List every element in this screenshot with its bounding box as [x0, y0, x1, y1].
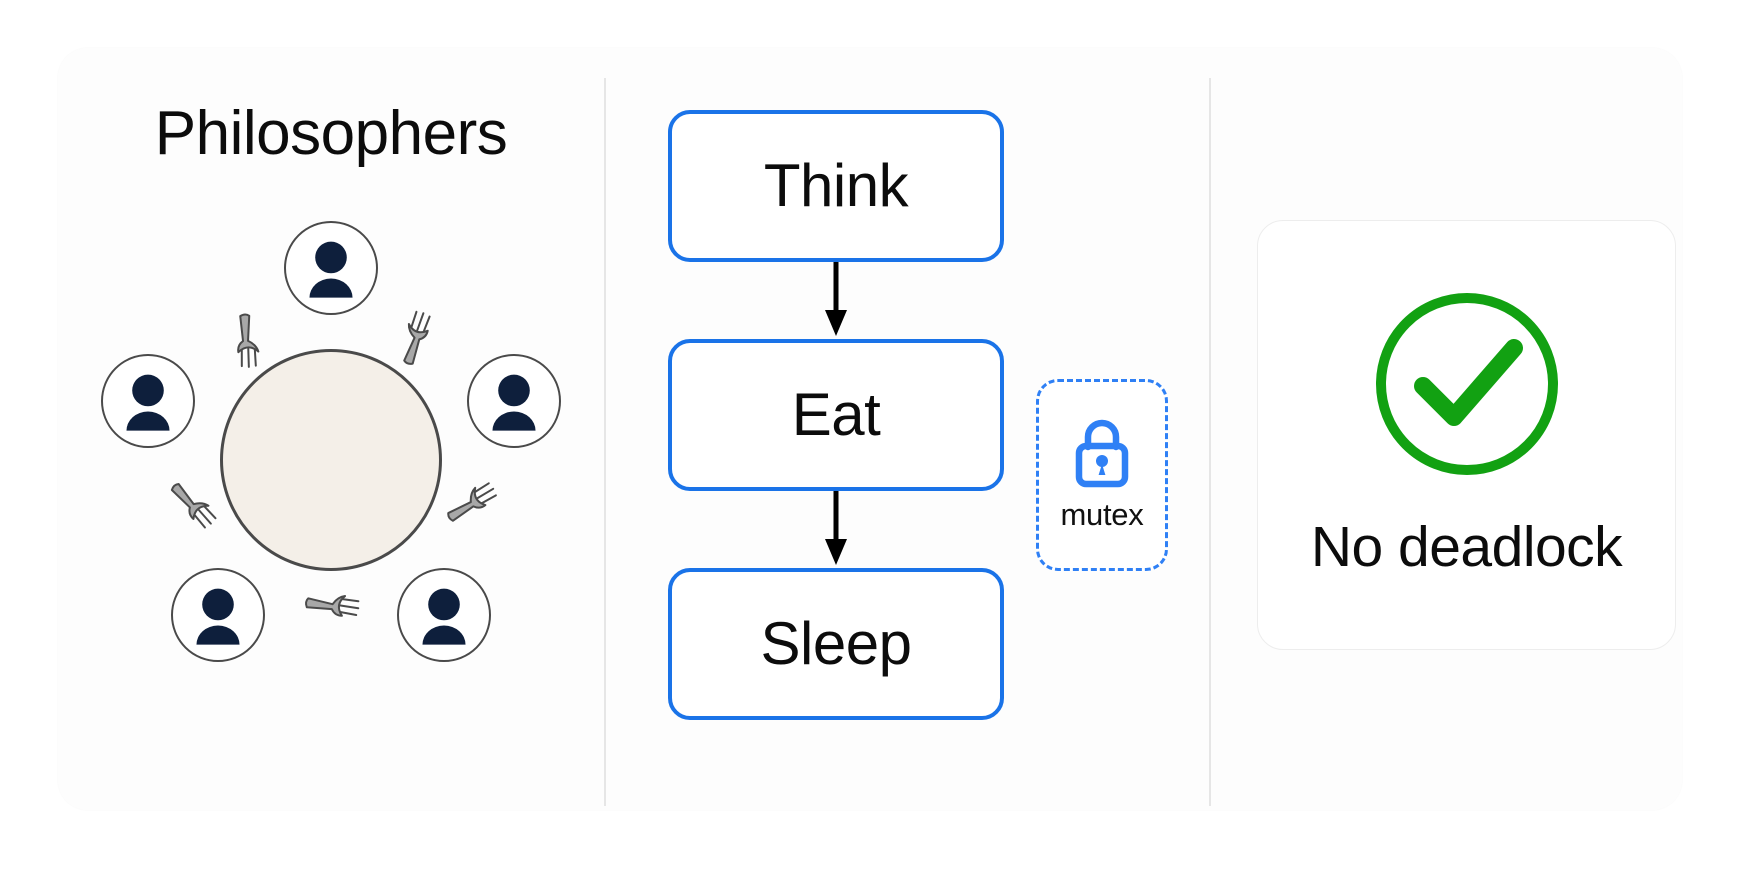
panel-philosophers: Philosophers [58, 48, 604, 810]
person-icon [126, 374, 170, 431]
person-icon [196, 588, 240, 646]
fork-icon [298, 582, 364, 635]
flow-step-label: Sleep [760, 610, 912, 677]
mutex-label: mutex [1060, 497, 1144, 532]
flow-step-label: Eat [791, 381, 881, 448]
check-circle-icon [1367, 284, 1567, 484]
dining-table-scene [58, 180, 604, 770]
lock-icon [1071, 417, 1133, 491]
person-icon [492, 374, 536, 431]
flow-arrow [668, 491, 1004, 568]
panel-divider-1 [604, 78, 606, 806]
panel-status: No deadlock [1209, 48, 1682, 810]
person-icon [422, 588, 466, 646]
panel-divider-2 [1209, 78, 1211, 806]
status-badge: No deadlock [1310, 515, 1623, 579]
mutex-badge[interactable]: mutex [1036, 379, 1168, 571]
fork-icon [154, 469, 227, 543]
status-card: No deadlock [1257, 220, 1676, 650]
philosopher-avatar [171, 568, 266, 663]
round-table [220, 349, 442, 571]
fork-icon [387, 305, 449, 376]
flow-step-eat[interactable]: Eat [668, 339, 1004, 491]
fork-icon [435, 472, 509, 540]
philosopher-avatar [101, 353, 196, 448]
flow-arrow [668, 262, 1004, 339]
fork-icon [221, 310, 267, 371]
flow-step-think[interactable]: Think [668, 110, 1004, 262]
philosopher-avatar [396, 568, 491, 663]
philosopher-avatar [284, 221, 378, 315]
flow-step-sleep[interactable]: Sleep [668, 568, 1004, 720]
flow-step-label: Think [763, 152, 909, 219]
person-icon [309, 241, 353, 298]
philosopher-avatar [466, 353, 561, 448]
page-title: Philosophers [154, 99, 508, 168]
